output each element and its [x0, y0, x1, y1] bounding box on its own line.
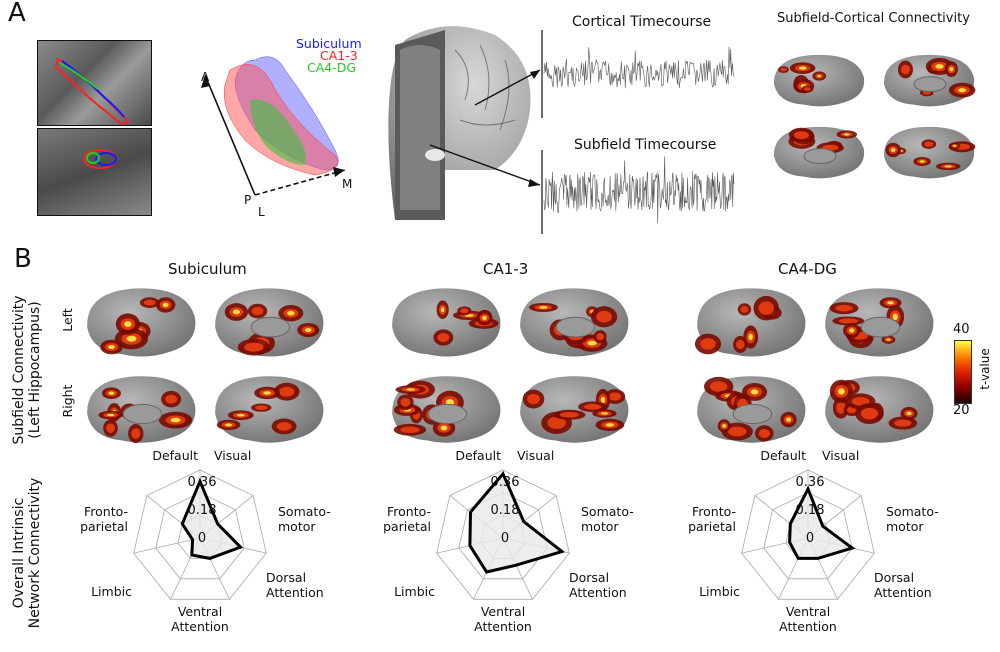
- row-label-left: Left: [60, 290, 75, 350]
- panel-b-brain-maps: [80, 282, 950, 450]
- brain-medial-view: [385, 370, 505, 450]
- colorbar-min: 20: [953, 403, 970, 418]
- radar-category-label: Somato-motor: [581, 504, 634, 534]
- brain-lateral-view: [513, 370, 633, 450]
- radar-category-label: Limbic: [394, 584, 435, 599]
- brain-lateral-view: [385, 282, 505, 364]
- brain-medial-view: [80, 370, 200, 450]
- radar-tick-label: 0.18: [491, 503, 520, 518]
- radar-tick-label: 0: [806, 531, 814, 546]
- radar-category-label: Somato-motor: [886, 504, 939, 534]
- brain-medial-view: [768, 122, 868, 184]
- panel-a-brain-maps: [768, 50, 978, 190]
- ylabel-connectivity-line2: (Left Hippocampus): [27, 285, 43, 455]
- radar-category-label: Visual: [822, 448, 859, 463]
- hippocampus-outline-sagittal: [38, 41, 151, 125]
- panel-letter-b: B: [14, 244, 32, 274]
- column-title-ca1-3: CA1-3: [483, 260, 528, 278]
- brain-lateral-view: [208, 370, 328, 450]
- colorbar-max: 40: [953, 322, 970, 337]
- radar-category-label: Fronto-parietal: [80, 504, 128, 534]
- timecourse-trace: [544, 156, 734, 223]
- brain-medial-view: [878, 50, 978, 112]
- radar-category-label: Default: [760, 448, 806, 463]
- hippocampus-outline-coronal: [38, 129, 151, 215]
- brain-medial-view: [690, 370, 810, 450]
- radar-category-label: Visual: [517, 448, 554, 463]
- cortical-timecourse-plot: [540, 30, 740, 120]
- colorbar-label: t-value: [978, 342, 992, 396]
- row-label-right: Right: [60, 371, 75, 431]
- radar-chart-2: 0 0.18 0.36 Default VisualSomato-motorDorsal…: [383, 448, 634, 634]
- timecourse-trace: [544, 47, 734, 88]
- axis-label-lateral: L: [258, 205, 265, 219]
- axis-label-anterior: A: [201, 70, 209, 84]
- mri-axial-slice: [37, 128, 152, 216]
- radar-tick-label: 0.36: [491, 475, 520, 490]
- radar-tick-label: 0: [198, 531, 206, 546]
- radar-tick-label: 0.36: [188, 475, 217, 490]
- cortical-timecourse-title: Cortical Timecourse: [572, 14, 711, 30]
- radar-category-label: Limbic: [699, 584, 740, 599]
- ylabel-connectivity-line1: Subfield Connectivity: [11, 285, 27, 455]
- radar-category-label: Somato-motor: [278, 504, 331, 534]
- axis-label-medial: M: [342, 177, 352, 191]
- radar-tick-label: 0: [501, 531, 509, 546]
- brain-medial-view: [513, 282, 633, 364]
- brain-lateral-view: [80, 282, 200, 364]
- brain-lateral-view: [768, 50, 868, 112]
- radar-category-label: Default: [152, 448, 198, 463]
- ylabel-connectivity: Subfield Connectivity (Left Hippocampus): [11, 285, 43, 455]
- radar-chart-3: 0 0.18 0.36 Default VisualSomato-motorDorsal…: [688, 448, 939, 634]
- radar-category-label: Fronto-parietal: [688, 504, 736, 534]
- radar-tick-label: 0.36: [796, 475, 825, 490]
- radar-category-label: Visual: [214, 448, 251, 463]
- colorbar: [954, 340, 972, 404]
- brain-lateral-view: [878, 122, 978, 184]
- panel-letter-a: A: [8, 0, 26, 28]
- column-title-ca4-dg: CA4-DG: [778, 260, 837, 278]
- radar-chart-1: 0 0.18 0.36 Default VisualSomato-motorDorsal…: [80, 448, 331, 634]
- radar-tick-label: 0.18: [188, 503, 217, 518]
- column-title-subiculum: Subiculum: [168, 260, 247, 278]
- radar-tick-label: 0.18: [796, 503, 825, 518]
- brain-medial-view: [208, 282, 328, 364]
- brain-medial-view: [818, 282, 938, 364]
- axis-label-posterior: P: [244, 193, 251, 207]
- brain-lateral-view: [818, 370, 938, 450]
- radar-category-label: Fronto-parietal: [383, 504, 431, 534]
- subfield-timecourse-plot: [540, 150, 740, 235]
- legend-ca4-dg: CA4-DG: [307, 60, 356, 75]
- radar-category-label: Limbic: [91, 584, 132, 599]
- connectivity-title: Subfield-Cortical Connectivity: [777, 11, 970, 26]
- radar-spoke: [134, 538, 200, 553]
- brain-lateral-view: [690, 282, 810, 364]
- mri-coronal-slice: [37, 40, 152, 126]
- radar-data-polygon: [182, 481, 240, 558]
- radar-category-label: Default: [455, 448, 501, 463]
